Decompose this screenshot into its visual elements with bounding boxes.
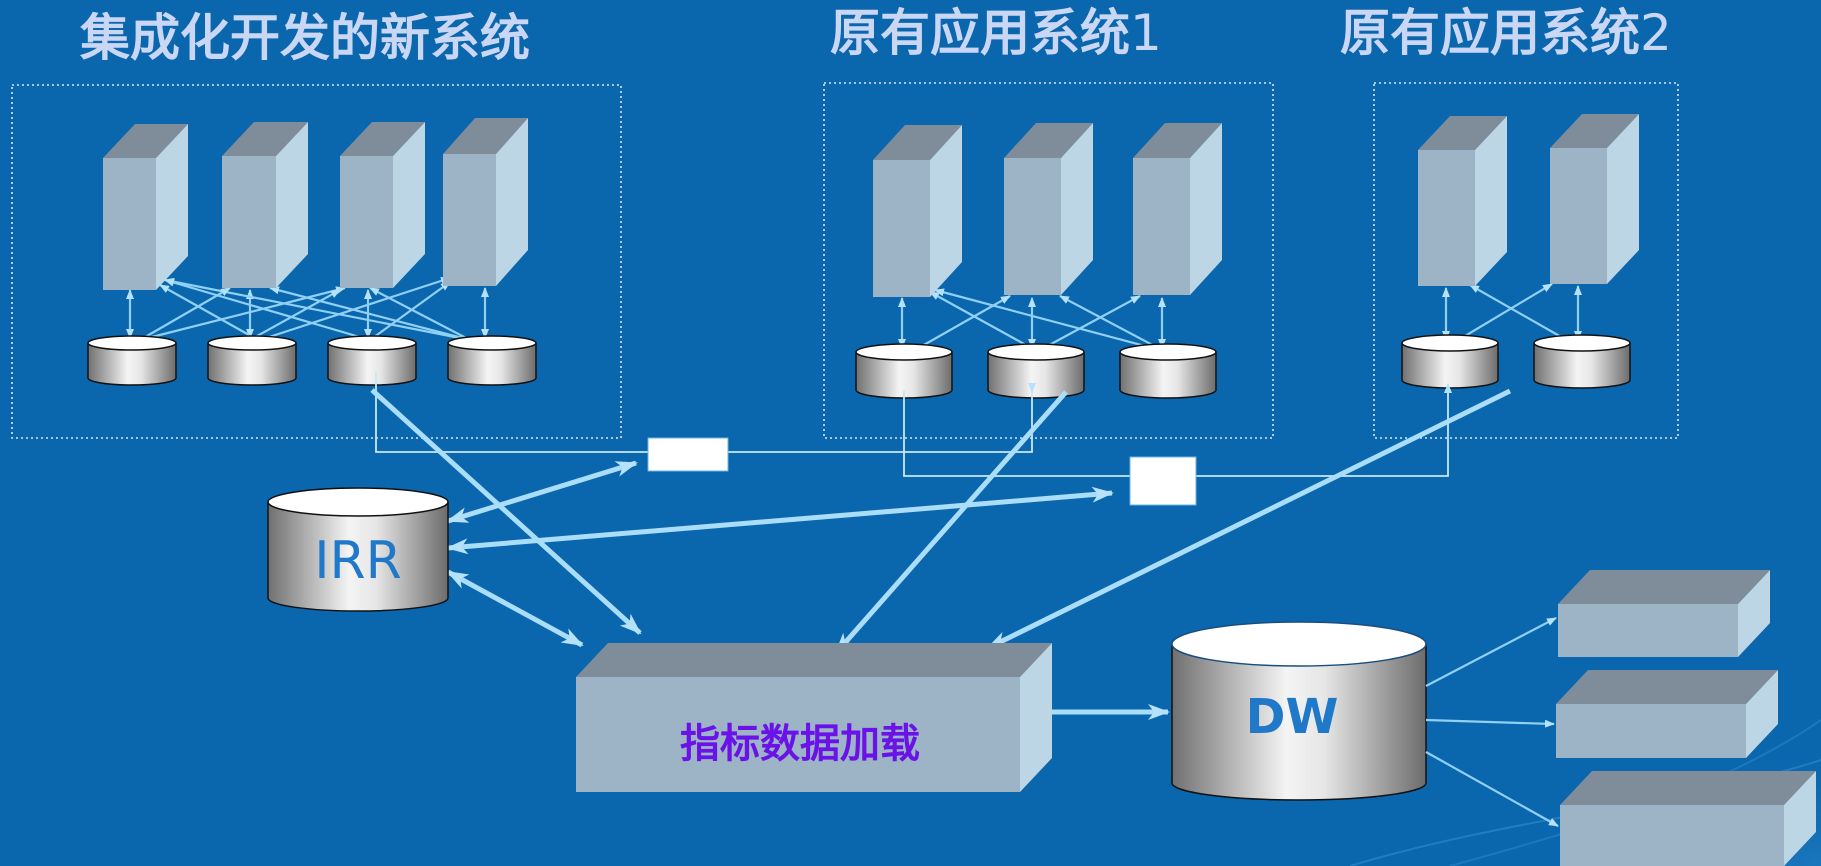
legacy-system-2-group bbox=[1401, 114, 1639, 389]
output-box bbox=[1560, 771, 1816, 866]
arrow-irr-interface bbox=[446, 486, 1114, 555]
new-system-group bbox=[87, 118, 537, 386]
database-cylinder bbox=[987, 343, 1085, 399]
database-cylinder bbox=[1401, 334, 1499, 389]
database-cylinder bbox=[447, 335, 537, 386]
server-box bbox=[443, 118, 528, 286]
title-legacy-2-number: 2 bbox=[1640, 4, 1672, 62]
server-box bbox=[1550, 114, 1639, 284]
dw-database: DW bbox=[1171, 621, 1427, 801]
irr-label: IRR bbox=[314, 531, 402, 591]
interface-box bbox=[647, 437, 729, 472]
title-legacy-1-number: 1 bbox=[1130, 4, 1162, 62]
database-cylinder bbox=[1119, 343, 1217, 399]
output-box bbox=[1558, 570, 1770, 657]
output-box bbox=[1556, 670, 1778, 758]
server-box bbox=[103, 124, 188, 290]
title-legacy-system-1: 原有应用系统1 bbox=[830, 4, 1162, 62]
frame-new-system bbox=[11, 84, 622, 439]
server-box bbox=[340, 122, 425, 288]
legacy-2-links bbox=[1442, 283, 1582, 343]
database-cylinder bbox=[207, 335, 297, 386]
server-box bbox=[1004, 123, 1093, 295]
arrow-irr-interface bbox=[446, 460, 638, 524]
title-legacy-2-text: 原有应用系统 bbox=[1340, 4, 1640, 62]
frame-legacy-system-2 bbox=[1373, 82, 1679, 439]
arrow-to-loader bbox=[834, 390, 1068, 655]
loader-label: 指标数据加载 bbox=[680, 721, 920, 767]
frame-legacy-system-1 bbox=[823, 82, 1274, 439]
database-cylinder bbox=[855, 343, 953, 399]
interface-box bbox=[1129, 456, 1197, 506]
loader-box: 指标数据加载 bbox=[576, 643, 1052, 792]
irr-database: IRR bbox=[267, 487, 449, 612]
dw-output-arrows bbox=[1425, 617, 1559, 827]
server-box bbox=[1418, 116, 1507, 286]
server-box bbox=[1133, 123, 1222, 295]
title-legacy-1-text: 原有应用系统 bbox=[830, 4, 1130, 62]
title-new-system: 集成化开发的新系统 bbox=[79, 9, 530, 67]
new-system-links bbox=[126, 276, 489, 342]
title-legacy-system-2: 原有应用系统2 bbox=[1340, 4, 1672, 62]
database-cylinder bbox=[1533, 334, 1631, 389]
server-box bbox=[222, 122, 308, 288]
arrow-to-loader bbox=[986, 388, 1512, 651]
dw-label: DW bbox=[1246, 689, 1339, 745]
server-box bbox=[873, 125, 962, 297]
database-cylinder bbox=[87, 335, 177, 386]
arrow-irr-loader bbox=[446, 569, 584, 648]
legacy-1-links bbox=[898, 288, 1166, 352]
flow-arrows bbox=[370, 388, 1512, 720]
database-cylinder bbox=[327, 335, 417, 386]
legacy-system-1-group bbox=[855, 123, 1222, 399]
